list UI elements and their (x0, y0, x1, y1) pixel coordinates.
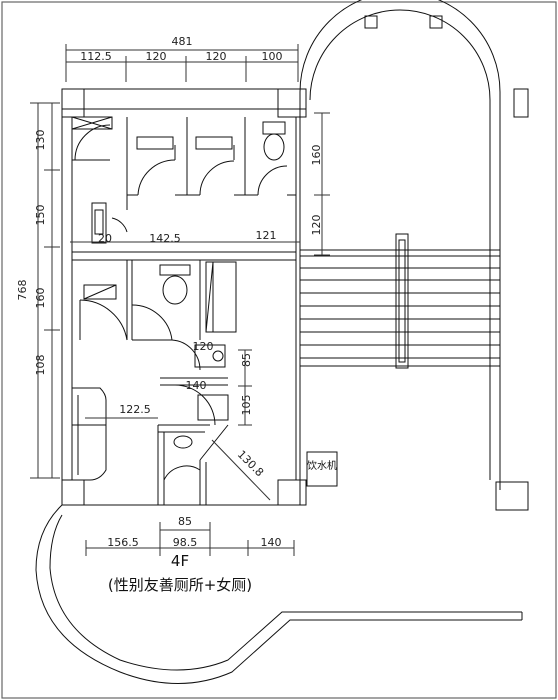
dim-inner-7: 105 (240, 395, 253, 416)
upper-stalls (71, 116, 296, 244)
bottom-curved-floor (35, 504, 523, 684)
dim-left-seg-4: 108 (34, 355, 47, 376)
stair-treads (300, 233, 500, 369)
dim-top-seg-2: 120 (146, 50, 167, 63)
dim-left-seg-1: 130 (34, 130, 47, 151)
dim-inner-6: 140 (186, 379, 207, 392)
dim-inner-5: 85 (240, 353, 253, 367)
dim-left-seg-2: 150 (34, 205, 47, 226)
dim-bottom-seg-2: 98.5 (173, 536, 198, 549)
dim-inner-3: 121 (256, 229, 277, 242)
dim-bottom-seg-3: 140 (261, 536, 282, 549)
dim-right-seg-1: 160 (310, 145, 323, 166)
dim-bottom-seg-1: 156.5 (107, 536, 139, 549)
stair-tower (299, 0, 529, 511)
plan-subtitle: (性别友善厕所+女厕) (108, 576, 252, 594)
outer-walls (61, 88, 307, 506)
lower-rooms (72, 260, 237, 505)
dim-inner-8: 122.5 (119, 403, 151, 416)
middle-wall (71, 251, 297, 261)
dim-top-seg-4: 100 (262, 50, 283, 63)
dim-left-total: 768 (16, 280, 29, 301)
dim-top-seg-1: 112.5 (80, 50, 112, 63)
dimension-lines (30, 44, 330, 556)
sign-label: 饮水机 (307, 459, 337, 472)
dim-bottom-top: 85 (178, 515, 192, 528)
dim-left-seg-3: 160 (34, 288, 47, 309)
dim-right-seg-2: 120 (310, 215, 323, 236)
dim-inner-1: 20 (98, 232, 112, 245)
floor-label: 4F (171, 552, 189, 570)
dim-inner-4: 120 (193, 340, 214, 353)
dim-top-seg-3: 120 (206, 50, 227, 63)
dim-top-total: 481 (172, 35, 193, 48)
dim-inner-2: 142.5 (149, 232, 181, 245)
drinking-water-sign (306, 451, 338, 487)
